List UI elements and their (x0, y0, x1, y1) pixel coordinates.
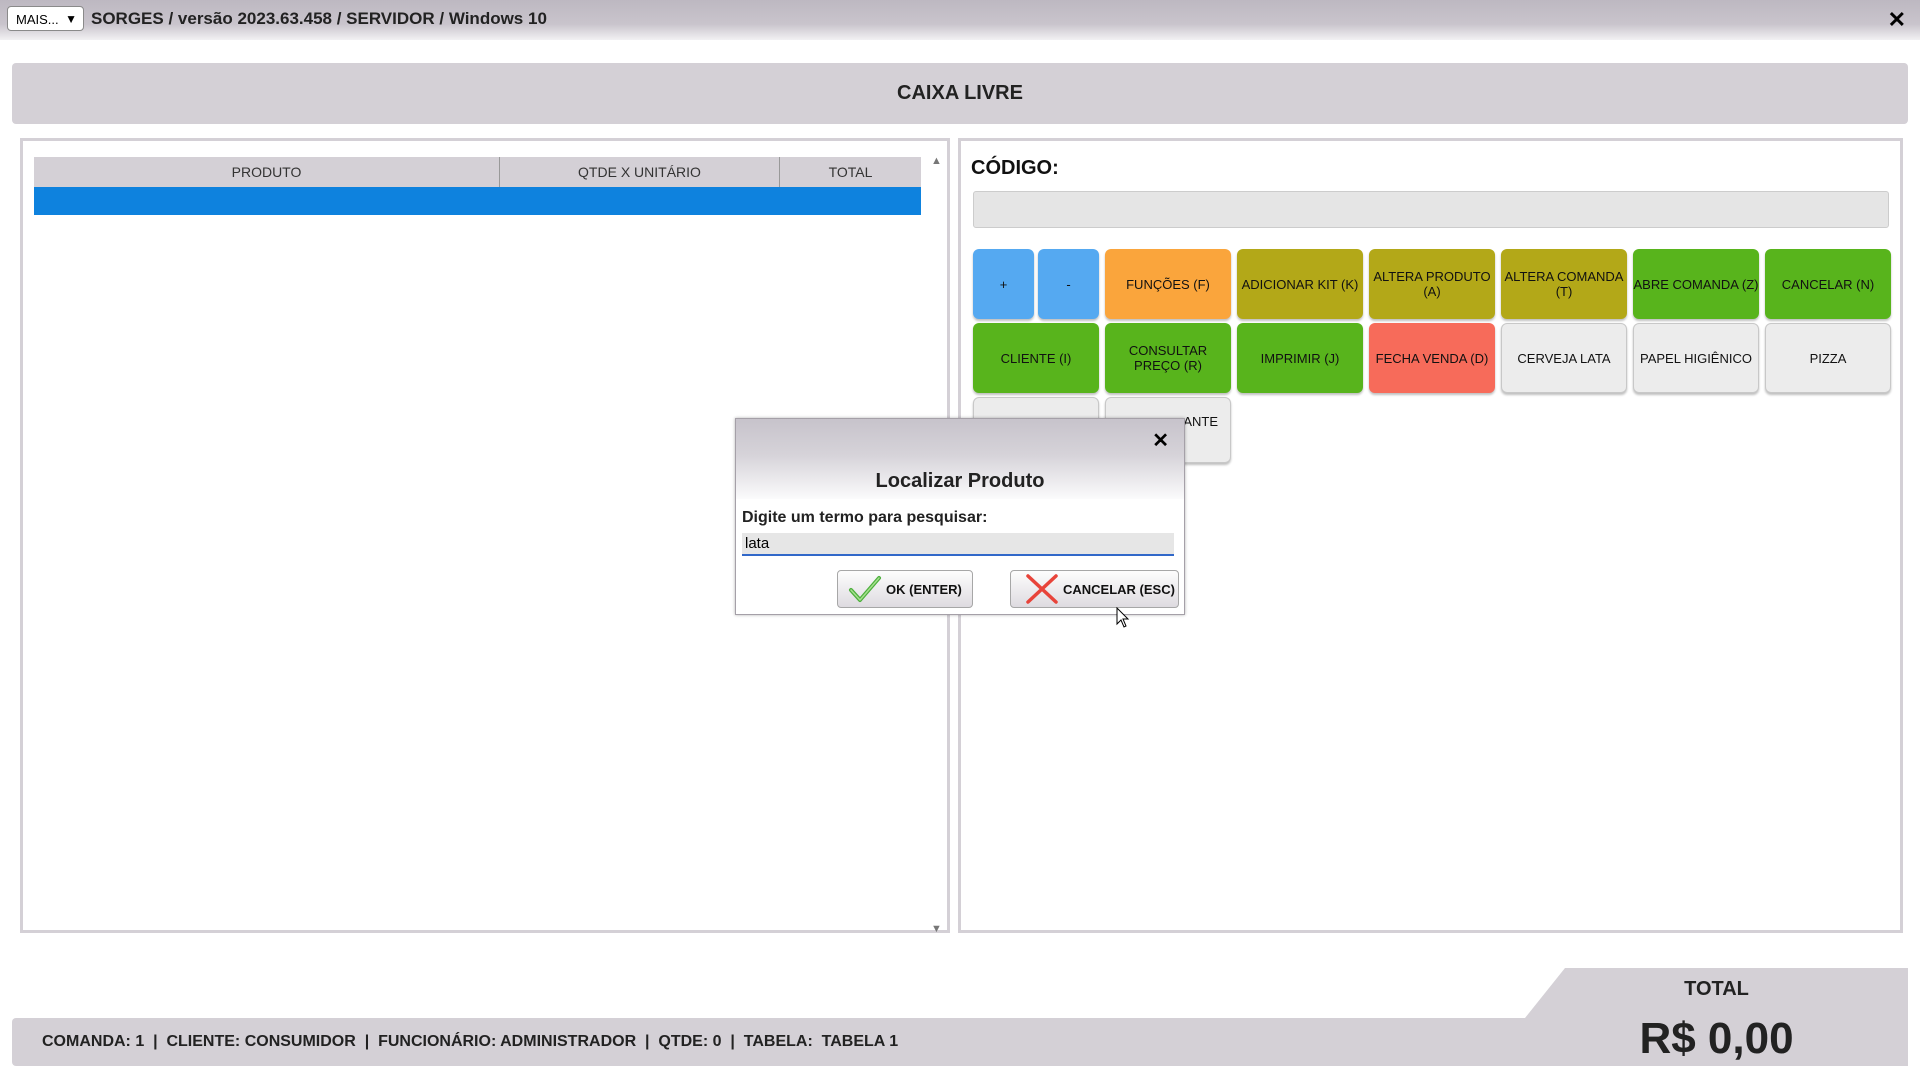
decrement-button[interactable]: - (1038, 249, 1099, 319)
scroll-up-icon[interactable]: ▲ (931, 155, 942, 167)
product-button-papel-higienico[interactable]: PAPEL HIGIÊNICO (1633, 323, 1759, 393)
mais-dropdown-button[interactable]: MAIS... ▼ (7, 6, 84, 31)
altera-produto-button[interactable]: ALTERA PRODUTO (A) (1369, 249, 1495, 319)
codigo-label: CÓDIGO: (971, 157, 1059, 179)
dialog-title: Localizar Produto (875, 470, 1045, 492)
column-header-qtde-unitario[interactable]: QTDE X UNITÁRIO (500, 157, 780, 187)
total-value: R$ 0,00 (1639, 1014, 1794, 1063)
grid-header: PRODUTO QTDE X UNITÁRIO TOTAL (34, 157, 921, 187)
checkmark-icon (849, 576, 881, 602)
ok-button-label: OK (ENTER) (886, 581, 962, 597)
adicionar-kit-button[interactable]: ADICIONAR KIT (K) (1237, 249, 1363, 319)
table-row[interactable] (34, 187, 921, 215)
scroll-down-icon[interactable]: ▼ (931, 923, 942, 935)
cancel-button-label: CANCELAR (ESC) (1063, 581, 1175, 597)
dialog-header: ✕ Localizar Produto (736, 419, 1184, 499)
ok-button[interactable]: OK (ENTER) (837, 570, 973, 608)
cliente-button[interactable]: CLIENTE (I) (973, 323, 1099, 393)
title-bar: MAIS... ▼ SORGES / versão 2023.63.458 / … (0, 0, 1920, 40)
search-prompt-label: Digite um termo para pesquisar: (742, 509, 988, 526)
product-button-pizza[interactable]: PIZZA (1765, 323, 1891, 393)
close-icon[interactable]: ✕ (1152, 430, 1169, 452)
close-icon[interactable]: ✕ (1887, 7, 1906, 32)
sale-info-text: COMANDA: 1 | CLIENTE: CONSUMIDOR | FUNCI… (42, 1033, 899, 1050)
search-input[interactable] (742, 533, 1174, 556)
cancel-button[interactable]: CANCELAR (ESC) (1010, 570, 1179, 608)
localizar-produto-dialog: ✕ Localizar Produto Digite um termo para… (735, 418, 1185, 615)
function-panel: CÓDIGO: + - FUNÇÕES (F) ADICIONAR KIT (K… (958, 138, 1903, 933)
increment-button[interactable]: + (973, 249, 1034, 319)
total-box: TOTAL R$ 0,00 (1525, 968, 1908, 1066)
funcoes-button[interactable]: FUNÇÕES (F) (1105, 249, 1231, 319)
cancelar-button[interactable]: CANCELAR (N) (1765, 249, 1891, 319)
chevron-down-icon: ▼ (65, 12, 77, 26)
column-header-produto[interactable]: PRODUTO (34, 157, 500, 187)
imprimir-button[interactable]: IMPRIMIR (J) (1237, 323, 1363, 393)
altera-comanda-button[interactable]: ALTERA COMANDA (T) (1501, 249, 1627, 319)
fecha-venda-button[interactable]: FECHA VENDA (D) (1369, 323, 1495, 393)
codigo-input[interactable] (973, 191, 1889, 228)
mouse-pointer-icon (1116, 607, 1130, 628)
cancel-x-icon (1026, 574, 1058, 604)
product-button-cerveja-lata[interactable]: CERVEJA LATA (1501, 323, 1627, 393)
column-header-total[interactable]: TOTAL (828, 164, 873, 180)
window-title: SORGES / versão 2023.63.458 / SERVIDOR /… (91, 9, 547, 28)
status-banner: CAIXA LIVRE (12, 63, 1908, 124)
abre-comanda-button[interactable]: ABRE COMANDA (Z) (1633, 249, 1759, 319)
mais-label: MAIS... (16, 12, 59, 27)
total-label: TOTAL (1684, 978, 1749, 1000)
consultar-preco-button[interactable]: CONSULTAR PREÇO (R) (1105, 323, 1231, 393)
